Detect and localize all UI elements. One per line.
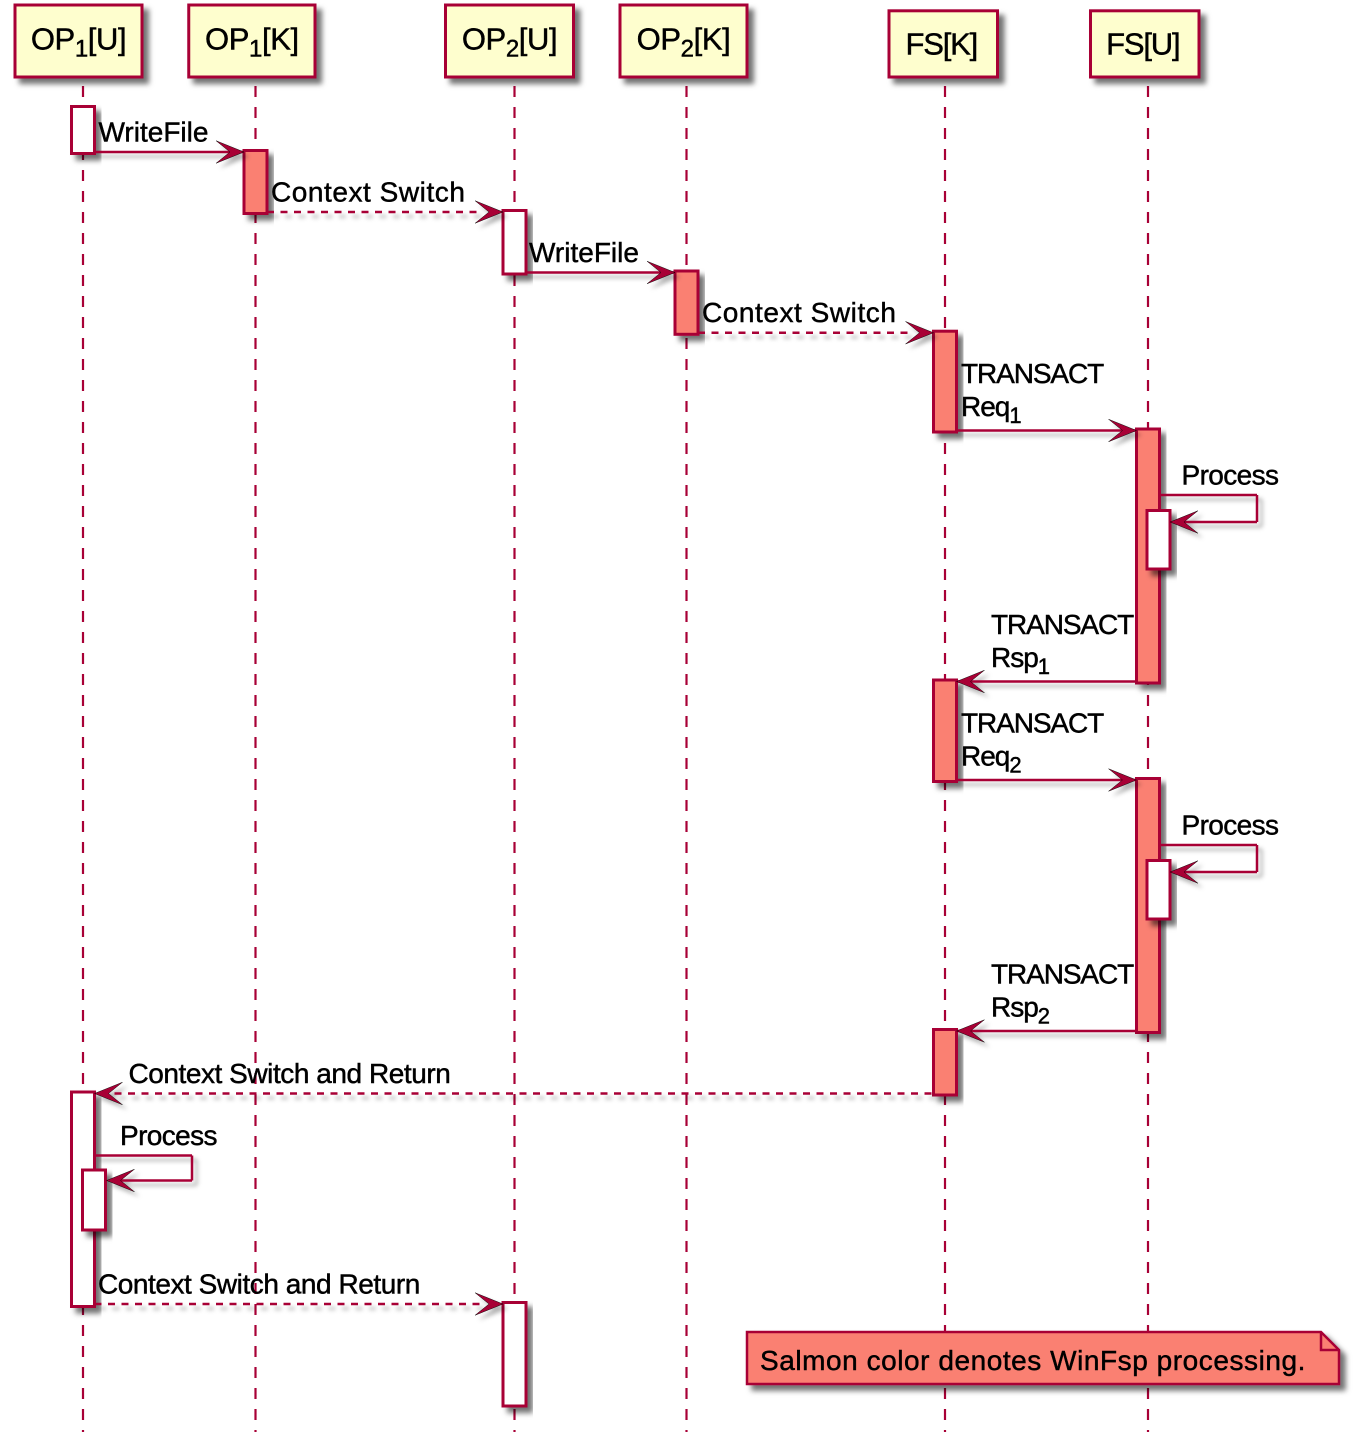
svg-text:TRANSACT: TRANSACT — [961, 358, 1104, 389]
svg-text:Process: Process — [1182, 810, 1279, 841]
svg-text:TRANSACT: TRANSACT — [991, 609, 1134, 640]
svg-text:Rsp2: Rsp2 — [991, 992, 1050, 1029]
svg-text:OP2[U]: OP2[U] — [462, 22, 557, 63]
svg-text:WriteFile: WriteFile — [529, 237, 639, 268]
svg-text:TRANSACT: TRANSACT — [961, 708, 1104, 739]
svg-text:Context Switch and Return: Context Switch and Return — [98, 1269, 420, 1300]
svg-text:Context Switch: Context Switch — [271, 177, 465, 208]
svg-text:FS[K]: FS[K] — [905, 27, 977, 62]
svg-text:WriteFile: WriteFile — [99, 117, 209, 148]
svg-text:FS[U]: FS[U] — [1106, 27, 1179, 62]
svg-text:Salmon color denotes WinFsp pr: Salmon color denotes WinFsp processing. — [760, 1345, 1306, 1376]
svg-text:TRANSACT: TRANSACT — [991, 959, 1134, 990]
svg-text:Process: Process — [120, 1120, 217, 1151]
svg-text:Context Switch: Context Switch — [702, 297, 896, 328]
svg-text:Context Switch and Return: Context Switch and Return — [129, 1058, 451, 1089]
svg-text:Process: Process — [1182, 460, 1279, 491]
